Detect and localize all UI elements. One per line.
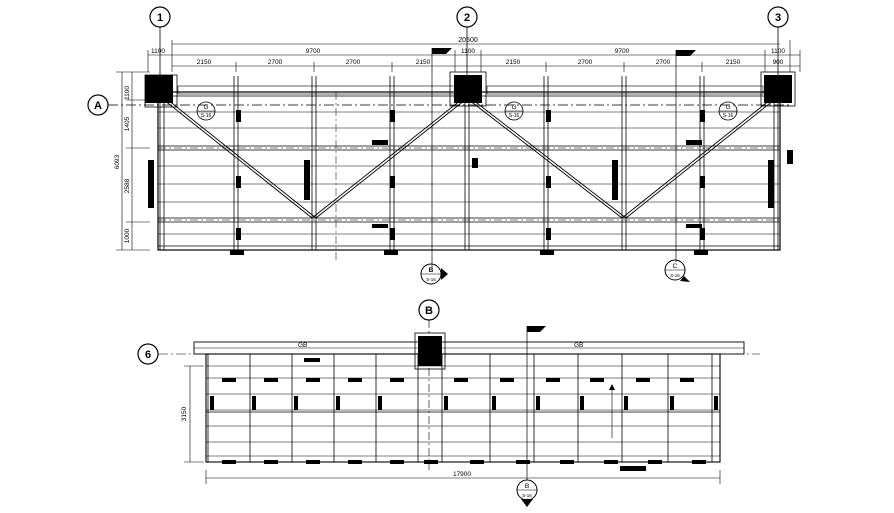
bottom-overall-dim: 17900	[453, 471, 471, 478]
beam-label: GB	[298, 342, 307, 349]
bay-dim-5: 1100	[771, 48, 785, 55]
sub-dim-1: 2150	[197, 59, 212, 66]
svg-text:B: B	[429, 267, 434, 274]
left-dim-2: 1405	[124, 116, 131, 131]
top-plan-framing	[144, 71, 796, 262]
sub-dim-3: 2700	[346, 59, 361, 66]
grid-bubble-a: A	[87, 94, 790, 116]
sub-dim-7: 2700	[656, 59, 671, 66]
svg-text:C: C	[673, 263, 678, 270]
svg-text:3: 3	[775, 12, 781, 24]
svg-text:G: G	[725, 104, 730, 111]
sub-dim-9: 900	[773, 59, 784, 66]
svg-text:A: A	[94, 100, 102, 112]
detail-tag: G S-16	[196, 101, 216, 121]
left-dim-4: 1000	[124, 228, 131, 243]
detail-tag: G S-16	[504, 101, 524, 121]
left-dim-1: 1100	[124, 86, 131, 100]
column	[418, 336, 442, 366]
left-dimension-lines	[116, 71, 150, 251]
column	[764, 75, 792, 103]
svg-text:S-16: S-16	[723, 113, 734, 119]
flag-marker	[431, 48, 452, 268]
section-mark-b-bottom: B S-16	[516, 479, 538, 507]
svg-text:2: 2	[464, 12, 470, 24]
bay-dim-4: 9700	[615, 48, 630, 55]
grid-bubble-3: 3	[767, 6, 789, 75]
bottom-plan-framing	[193, 332, 745, 471]
left-dim-total: 6093	[114, 154, 121, 169]
bay-dim-1: 1100	[151, 48, 165, 55]
svg-text:B: B	[525, 483, 529, 490]
sub-dim-5: 2150	[506, 59, 521, 66]
svg-text:S-16: S-16	[509, 113, 520, 119]
svg-text:S-16: S-16	[522, 493, 532, 498]
grid-bubble-2: 2	[456, 6, 478, 75]
detail-tag: G S-16	[718, 101, 738, 121]
bay-dim-2: 9700	[306, 48, 321, 55]
column	[145, 75, 173, 103]
overall-dimension: 20500	[458, 37, 478, 44]
svg-text:G: G	[511, 104, 516, 111]
left-dim-3: 2588	[124, 178, 131, 193]
grid-bubble-1: 1	[149, 6, 171, 75]
flag-marker	[526, 326, 546, 480]
column	[454, 75, 482, 103]
svg-text:B: B	[425, 305, 433, 317]
sub-dim-4: 2150	[416, 59, 431, 66]
section-mark-b: B S-16	[420, 263, 448, 285]
svg-text:1: 1	[157, 12, 163, 24]
svg-text:S-16: S-16	[201, 113, 212, 119]
bottom-left-dim: 3150	[181, 406, 188, 421]
beam-label: GB	[574, 342, 583, 349]
svg-text:G: G	[203, 104, 208, 111]
bay-dim-3: 1100	[461, 48, 475, 55]
sub-dim-2: 2700	[268, 59, 283, 66]
top-dimension-lines	[147, 40, 801, 72]
sub-dim-8: 2150	[726, 59, 741, 66]
sub-dim-6: 2700	[578, 59, 593, 66]
grid-bubble-b: B	[418, 299, 440, 470]
svg-text:6: 6	[145, 349, 151, 361]
bottom-dimension-lines	[184, 365, 721, 484]
section-mark-c: C S-16	[664, 259, 690, 282]
svg-text:S-16: S-16	[426, 277, 436, 282]
svg-text:S-16: S-16	[670, 273, 680, 278]
flag-marker	[675, 50, 696, 262]
